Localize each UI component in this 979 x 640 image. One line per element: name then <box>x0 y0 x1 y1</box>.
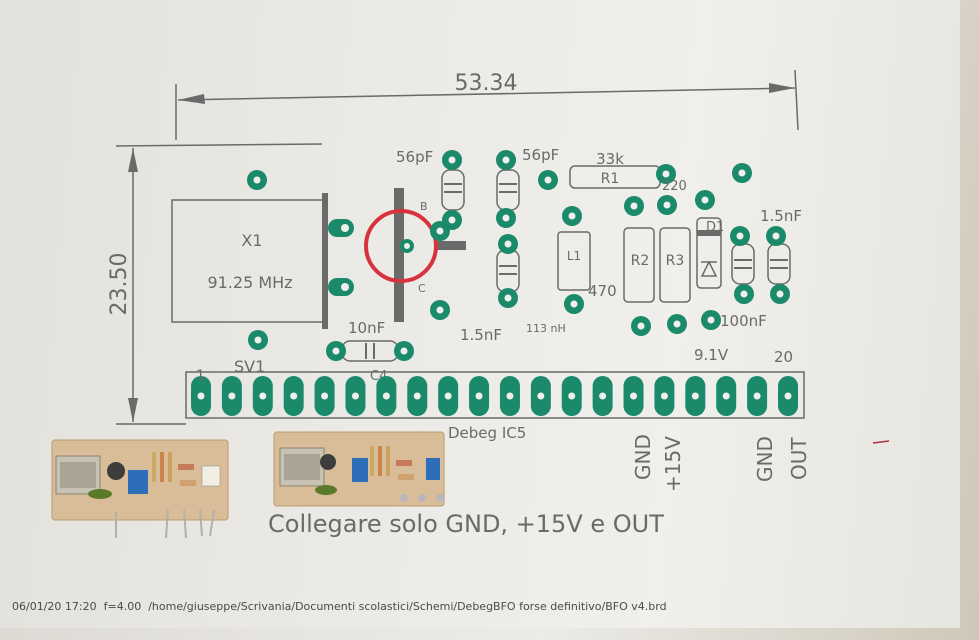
footer-path: /home/giuseppe/Scrivania/Documenti scola… <box>148 600 667 613</box>
header-15v-label: +15V <box>661 436 685 492</box>
header-gnd2-label: GND <box>753 436 777 482</box>
pcb-board-right <box>273 431 445 507</box>
resistor-r2: R2 470 <box>588 196 655 336</box>
footer-date: 06/01/20 17:20 <box>12 600 97 613</box>
header-pin-hole <box>259 392 267 400</box>
capacitor-c2: 56pF <box>496 146 559 228</box>
header-pin-hole <box>660 392 668 400</box>
pen-mark <box>872 440 890 444</box>
r1-value: 33k <box>596 150 624 168</box>
header-gnd1-label: GND <box>631 434 655 480</box>
crystal-frequency: 91.25 MHz <box>207 273 292 292</box>
capacitor-c5: 100nF <box>720 226 767 330</box>
header-pins <box>191 376 798 416</box>
resistor-r1: 33k R1 <box>538 150 676 190</box>
d1-name: D1 <box>706 220 724 235</box>
header-pin-hole <box>197 392 205 400</box>
capacitor-c6: 1.5nF <box>760 207 802 304</box>
header-sv1: 1 SV1 20 Debeg IC5 GND +15V GND OUT <box>185 348 811 492</box>
width-dimension: 53.34 <box>175 69 799 140</box>
crystal-name: X1 <box>241 231 262 250</box>
c5-value: 1.5nF <box>760 207 802 225</box>
header-pin-hole <box>753 392 761 400</box>
header-pin-hole <box>630 392 638 400</box>
resistor-r3: R3 220 <box>657 179 691 334</box>
header-pin-hole <box>568 392 576 400</box>
header-pin-first: 1 <box>196 368 205 384</box>
plot-footer: 06/01/20 17:20 f=4.00 /home/giuseppe/Scr… <box>12 600 667 613</box>
r3-name: R3 <box>666 253 685 269</box>
l1-name: L1 <box>567 249 581 263</box>
inductor-l1: L1 113 nH <box>526 206 591 335</box>
loose-pads <box>247 163 752 350</box>
zener-d1: D1 9.1V <box>694 190 729 364</box>
header-pin-hole <box>351 392 359 400</box>
c3-value: 1.5nF <box>460 326 502 344</box>
header-pin-hole <box>413 392 421 400</box>
header-pin-hole <box>382 392 390 400</box>
pcb-board-left <box>51 439 229 539</box>
capacitor-c3: 1.5nF <box>460 234 520 344</box>
transistor-base-label: B <box>420 200 428 213</box>
header-out-label: OUT <box>787 437 811 480</box>
header-pin-hole <box>228 392 236 400</box>
header-pin-hole <box>444 392 452 400</box>
c1-value: 56pF <box>396 148 433 166</box>
d1-value: 9.1V <box>694 346 729 364</box>
l1-value: 113 nH <box>526 322 566 335</box>
c2-value: 56pF <box>522 146 559 164</box>
transistor: B C <box>364 188 466 322</box>
r2-value: 470 <box>588 282 617 300</box>
header-pin-hole <box>537 392 545 400</box>
header-name: SV1 <box>234 357 265 376</box>
paper-sheet <box>0 0 960 628</box>
c6-value: 100nF <box>720 312 767 330</box>
c4-value: 10nF <box>348 319 385 337</box>
instruction-note: Collegare solo GND, +15V e OUT <box>268 510 664 538</box>
header-pin-hole <box>784 392 792 400</box>
crystal-x1: X1 91.25 MHz <box>171 193 354 329</box>
footer-scale: f=4.00 <box>103 600 142 613</box>
capacitor-c4: 10nF C4 <box>326 319 414 384</box>
header-pin-last: 20 <box>774 348 793 366</box>
header-pin-hole <box>321 392 329 400</box>
header-pin-hole <box>506 392 514 400</box>
r1-name: R1 <box>601 171 620 187</box>
header-pin-hole <box>290 392 298 400</box>
r2-name: R2 <box>631 253 650 269</box>
header-pin-hole <box>599 392 607 400</box>
header-pin-hole <box>475 392 483 400</box>
width-dimension-label: 53.34 <box>455 71 518 96</box>
height-dimension-label: 23.50 <box>107 253 132 316</box>
capacitor-c1: 56pF <box>396 148 465 230</box>
header-pin-hole <box>722 392 730 400</box>
header-pin-hole <box>691 392 699 400</box>
transistor-collector-label: C <box>418 282 426 295</box>
header-label: Debeg IC5 <box>448 424 526 442</box>
r3-value: 220 <box>662 179 687 194</box>
height-dimension: 23.50 <box>107 143 323 425</box>
